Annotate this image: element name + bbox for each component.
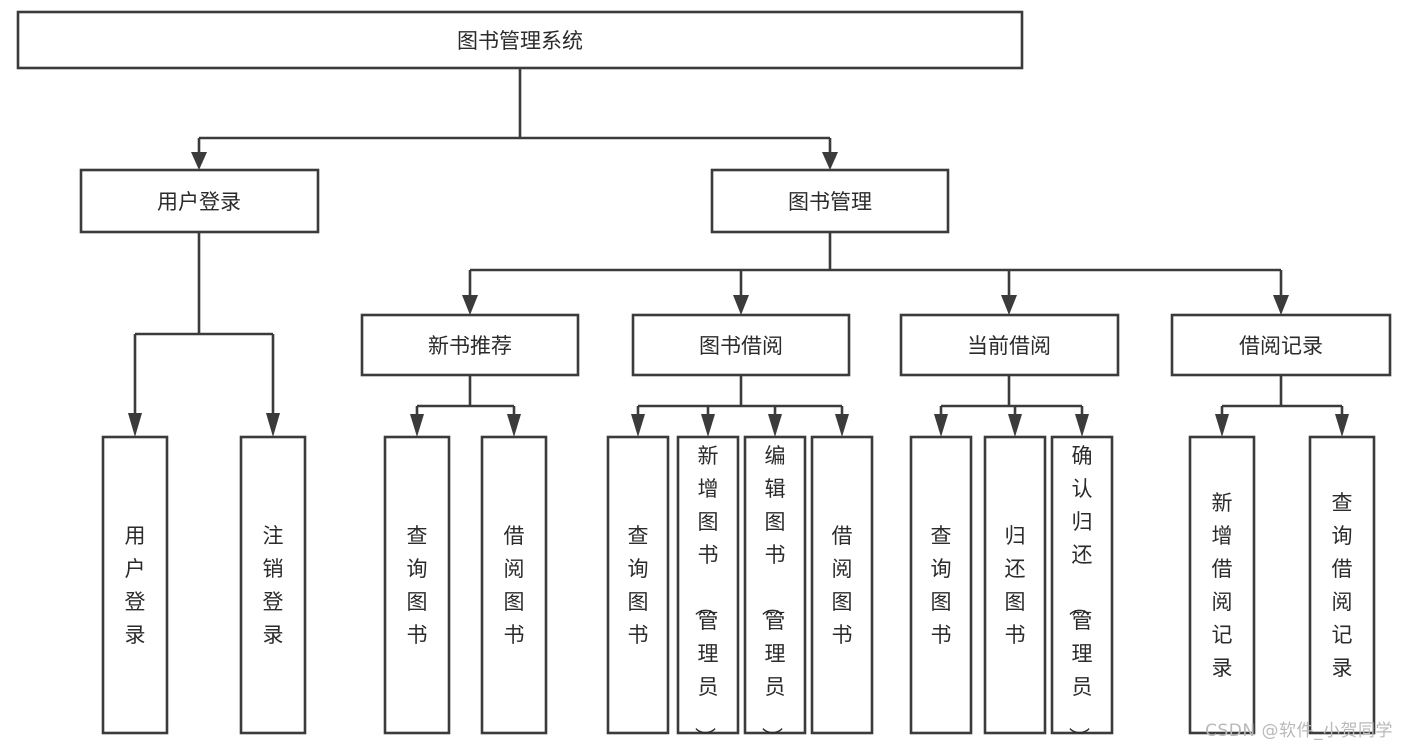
node-borrow-record[interactable]: 借阅记录 bbox=[1170, 313, 1392, 377]
node-user-login-box[interactable] bbox=[79, 168, 320, 234]
leaf-node-label: 借阅图书 bbox=[504, 524, 525, 647]
leaf-node-box[interactable] bbox=[983, 435, 1047, 735]
arrow-head-leaf-query-book-3 bbox=[934, 414, 948, 437]
leaf-node-label: 编辑图书（管理员） bbox=[760, 444, 786, 747]
node-book-management-label: 图书管理 bbox=[788, 190, 872, 214]
leaf-node-box[interactable] bbox=[239, 435, 307, 735]
leaf-node[interactable]: 用户登录 bbox=[101, 435, 169, 735]
node-book-borrow-label: 图书借阅 bbox=[699, 334, 783, 358]
leaf-node-label: 查询借阅记录 bbox=[1332, 491, 1353, 680]
node-current-borrow-box[interactable] bbox=[899, 313, 1120, 377]
node-new-book-recommend-label: 新书推荐 bbox=[428, 334, 512, 358]
node-book-borrow-box[interactable] bbox=[631, 313, 851, 377]
leaf-node[interactable]: 编辑图书（管理员） bbox=[743, 435, 807, 747]
leaf-node-layer: 用户登录 注销登录 查询图书 借阅图书 查询图书 新增图书（管理员） 编辑图书（管理员） 借阅… bbox=[101, 435, 1376, 747]
arrow-head-leaf-query-record bbox=[1335, 414, 1349, 437]
leaf-node[interactable]: 借阅图书 bbox=[810, 435, 874, 735]
arrow-head-book-mgmt bbox=[822, 152, 838, 170]
arrow-head-leaf-logout bbox=[266, 413, 280, 437]
leaf-node[interactable]: 查询图书 bbox=[383, 435, 451, 735]
arrow-head-leaf-query-book-2 bbox=[631, 414, 645, 437]
leaf-node[interactable]: 查询图书 bbox=[606, 435, 670, 735]
node-current-borrow-label: 当前借阅 bbox=[967, 334, 1051, 358]
leaf-node-label: 确认归还（管理员） bbox=[1067, 444, 1093, 747]
leaf-node[interactable]: 注销登录 bbox=[239, 435, 307, 735]
node-user-login[interactable]: 用户登录 bbox=[79, 168, 320, 234]
arrow-head-leaf-edit-book bbox=[768, 414, 782, 437]
leaf-node[interactable]: 查询图书 bbox=[909, 435, 973, 735]
arrow-head-book-borrow bbox=[733, 295, 749, 315]
node-book-borrow[interactable]: 图书借阅 bbox=[631, 313, 851, 377]
arrow-head-leaf-add-record bbox=[1215, 414, 1229, 437]
leaf-node[interactable]: 归还图书 bbox=[983, 435, 1047, 735]
leaf-node-label: 新增图书（管理员） bbox=[693, 444, 719, 747]
connector-layer bbox=[128, 68, 1349, 437]
arrow-head-leaf-confirm-return bbox=[1075, 414, 1089, 437]
arrow-head-leaf-add-book bbox=[701, 414, 715, 437]
node-root[interactable]: 图书管理系统 bbox=[16, 10, 1024, 70]
node-borrow-record-box[interactable] bbox=[1170, 313, 1392, 377]
leaf-node-box[interactable] bbox=[1308, 435, 1376, 735]
arrow-head-current-borrow bbox=[1001, 295, 1017, 315]
arrow-head-leaf-user-login bbox=[128, 413, 142, 437]
leaf-node-label: 注销登录 bbox=[263, 524, 284, 647]
leaf-node-box[interactable] bbox=[606, 435, 670, 735]
leaf-node[interactable]: 查询借阅记录 bbox=[1308, 435, 1376, 735]
leaf-node-label: 用户登录 bbox=[125, 524, 146, 647]
node-new-book-recommend-box[interactable] bbox=[360, 313, 580, 377]
leaf-node-box[interactable] bbox=[101, 435, 169, 735]
node-user-login-label: 用户登录 bbox=[157, 190, 241, 214]
node-new-book-recommend[interactable]: 新书推荐 bbox=[360, 313, 580, 377]
node-book-management[interactable]: 图书管理 bbox=[710, 168, 950, 234]
watermark-text: CSDN @软件_小贺同学 bbox=[1205, 721, 1393, 741]
leaf-node-label: 借阅图书 bbox=[832, 524, 853, 647]
leaf-node[interactable]: 新增图书（管理员） bbox=[676, 435, 740, 747]
leaf-node-label: 查询图书 bbox=[407, 524, 428, 647]
arrow-head-user-login bbox=[191, 152, 207, 170]
arrow-head-leaf-query-book-1 bbox=[410, 414, 424, 437]
leaf-node-label: 归还图书 bbox=[1005, 524, 1026, 647]
leaf-node[interactable]: 借阅图书 bbox=[480, 435, 548, 735]
leaf-node-box[interactable] bbox=[909, 435, 973, 735]
leaf-node-box[interactable] bbox=[1050, 435, 1114, 735]
leaf-node-label: 查询图书 bbox=[931, 524, 952, 647]
leaf-node-label: 查询图书 bbox=[628, 524, 649, 647]
leaf-node-box[interactable] bbox=[383, 435, 451, 735]
leaf-node-label: 新增借阅记录 bbox=[1212, 491, 1233, 680]
node-root-label: 图书管理系统 bbox=[457, 29, 583, 53]
node-book-management-box[interactable] bbox=[710, 168, 950, 234]
leaf-node-box[interactable] bbox=[676, 435, 740, 735]
node-borrow-record-label: 借阅记录 bbox=[1239, 334, 1323, 358]
leaf-node-box[interactable] bbox=[480, 435, 548, 735]
leaf-node[interactable]: 确认归还（管理员） bbox=[1050, 435, 1114, 747]
node-root-box[interactable] bbox=[16, 10, 1024, 70]
leaf-node-box[interactable] bbox=[743, 435, 807, 735]
arrow-head-leaf-return-book bbox=[1008, 414, 1022, 437]
arrow-head-leaf-borrow-book-2 bbox=[835, 414, 849, 437]
arrow-head-borrow-record bbox=[1273, 295, 1289, 315]
leaf-node[interactable]: 新增借阅记录 bbox=[1188, 435, 1256, 735]
arrow-head-new-book-rec bbox=[462, 295, 478, 315]
node-current-borrow[interactable]: 当前借阅 bbox=[899, 313, 1120, 377]
leaf-node-box[interactable] bbox=[810, 435, 874, 735]
leaf-node-box[interactable] bbox=[1188, 435, 1256, 735]
arrow-head-leaf-borrow-book-1 bbox=[507, 414, 521, 437]
